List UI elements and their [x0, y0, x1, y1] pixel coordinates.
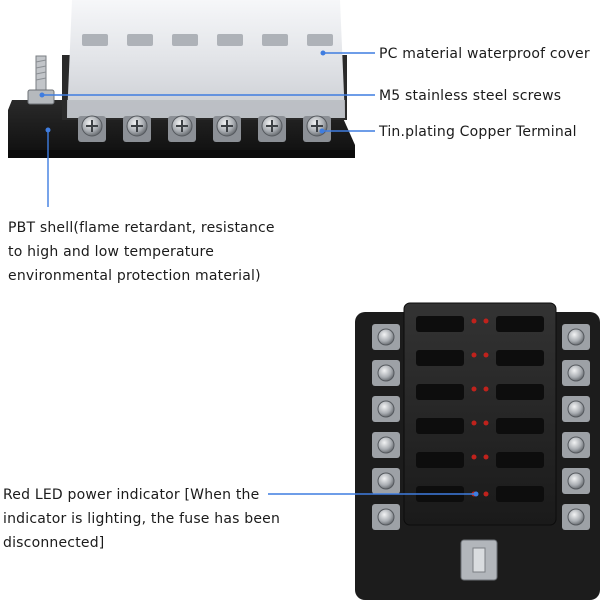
shell-label-line-1: PBT shell(flame retardant, resistance [8, 220, 275, 236]
led-label-line-1: Red LED power indicator [When the [3, 487, 260, 503]
cover-label-text: PC material waterproof cover [379, 46, 590, 62]
screws-callout-label: M5 stainless steel screws [379, 84, 561, 108]
ground-stud [460, 539, 498, 581]
terminal-label-text: Tin.plating Copper Terminal [379, 124, 577, 140]
led-label-line-2: indicator is lighting, the fuse has been [3, 511, 281, 527]
cover-callout-label: PC material waterproof cover [379, 42, 590, 66]
led-label-line-3: disconnected] [3, 535, 105, 551]
bottom-fuse-block [355, 302, 600, 600]
shell-label-line-2: to high and low temperature [8, 244, 215, 260]
callout-lines [39, 50, 479, 497]
left-terminals [372, 324, 400, 530]
terminal-screws [78, 115, 331, 142]
shell-callout-label: PBT shell(flame retardant, resistance to… [8, 216, 275, 288]
terminal-callout-label: Tin.plating Copper Terminal [379, 120, 577, 144]
clear-cover [67, 0, 345, 118]
fuse-slots [416, 316, 544, 502]
led-callout-label: Red LED power indicator [When the indica… [3, 483, 280, 555]
top-fuse-block [8, 0, 355, 158]
shell-label-line-3: environmental protection material) [8, 268, 261, 284]
cover-slots [82, 34, 333, 46]
screws-label-text: M5 stainless steel screws [379, 88, 562, 104]
right-terminals [562, 324, 590, 530]
